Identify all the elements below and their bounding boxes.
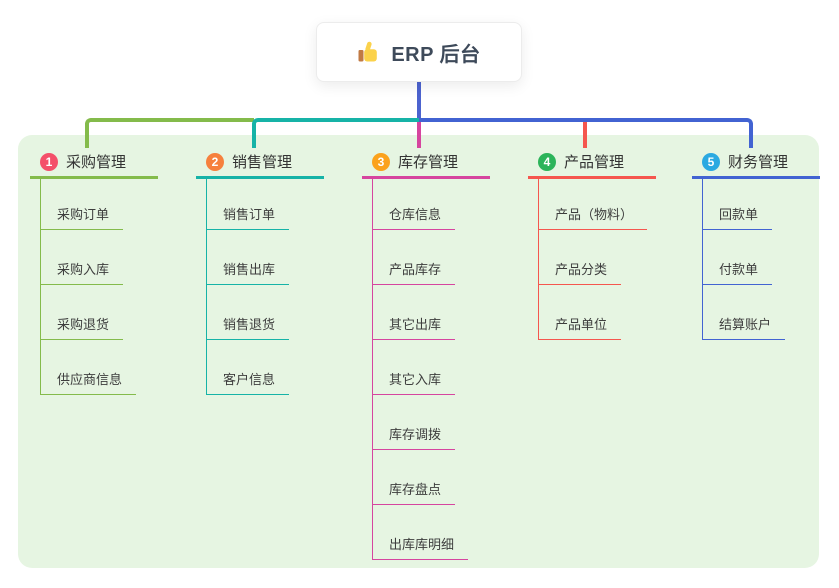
connector-branch-1: [85, 118, 254, 148]
branch-label: 库存管理: [398, 154, 459, 171]
connector-branch-3: [417, 122, 421, 148]
child-node[interactable]: 产品库存: [373, 230, 456, 285]
branch-number-badge: 3: [372, 152, 390, 171]
child-node[interactable]: 产品单位: [539, 285, 622, 340]
child-node[interactable]: 客户信息: [207, 340, 290, 395]
branch-header[interactable]: 4 产品管理: [528, 147, 656, 179]
branch-children: 仓库信息 产品库存 其它出库 其它入库 库存调拨 库存盘点 出库库明细: [372, 179, 490, 560]
child-node[interactable]: 库存调拨: [373, 395, 456, 450]
child-node[interactable]: 供应商信息: [41, 340, 137, 395]
connector-branch-5: [419, 118, 753, 148]
child-node[interactable]: 结算账户: [703, 285, 786, 340]
thumbs-up-icon: [357, 40, 381, 64]
branch-number-badge: 2: [206, 152, 224, 171]
child-node[interactable]: 销售订单: [207, 179, 290, 230]
root-node[interactable]: ERP 后台: [316, 22, 522, 82]
branch-children: 回款单 付款单 结算账户: [702, 179, 820, 340]
branch-finance: 5 财务管理 回款单 付款单 结算账户: [692, 147, 820, 340]
branch-label: 产品管理: [564, 154, 625, 171]
branch-header[interactable]: 5 财务管理: [692, 147, 820, 179]
branch-number-badge: 5: [702, 152, 720, 171]
child-node[interactable]: 出库库明细: [373, 505, 469, 560]
child-node[interactable]: 其它入库: [373, 340, 456, 395]
child-node[interactable]: 采购退货: [41, 285, 124, 340]
branch-product: 4 产品管理 产品（物料） 产品分类 产品单位: [528, 147, 656, 340]
connector-branch-4: [583, 122, 587, 148]
child-node[interactable]: 销售退货: [207, 285, 290, 340]
child-node[interactable]: 销售出库: [207, 230, 290, 285]
branch-label: 财务管理: [728, 154, 789, 171]
branch-sales: 2 销售管理 销售订单 销售出库 销售退货 客户信息: [196, 147, 324, 395]
branch-children: 采购订单 采购入库 采购退货 供应商信息: [40, 179, 158, 395]
branch-label: 销售管理: [232, 154, 293, 171]
branch-number-badge: 4: [538, 152, 556, 171]
child-node[interactable]: 其它出库: [373, 285, 456, 340]
child-node[interactable]: 产品（物料）: [539, 179, 648, 230]
child-node[interactable]: 采购订单: [41, 179, 124, 230]
root-title: ERP 后台: [391, 43, 481, 66]
canvas-panel: [18, 135, 819, 568]
child-node[interactable]: 库存盘点: [373, 450, 456, 505]
branch-header[interactable]: 3 库存管理: [362, 147, 490, 179]
branch-header[interactable]: 1 采购管理: [30, 147, 158, 179]
branch-label: 采购管理: [66, 154, 127, 171]
child-node[interactable]: 回款单: [703, 179, 773, 230]
child-node[interactable]: 仓库信息: [373, 179, 456, 230]
child-node[interactable]: 采购入库: [41, 230, 124, 285]
branch-inventory: 3 库存管理 仓库信息 产品库存 其它出库 其它入库 库存调拨 库存盘点 出库库…: [362, 147, 490, 560]
child-node[interactable]: 产品分类: [539, 230, 622, 285]
branch-header[interactable]: 2 销售管理: [196, 147, 324, 179]
branch-number-badge: 1: [40, 152, 58, 171]
connector-branch-2: [252, 118, 419, 148]
branch-children: 销售订单 销售出库 销售退货 客户信息: [206, 179, 324, 395]
branch-children: 产品（物料） 产品分类 产品单位: [538, 179, 656, 340]
connector-root-line: [417, 82, 421, 122]
child-node[interactable]: 付款单: [703, 230, 773, 285]
branch-purchase: 1 采购管理 采购订单 采购入库 采购退货 供应商信息: [30, 147, 158, 395]
